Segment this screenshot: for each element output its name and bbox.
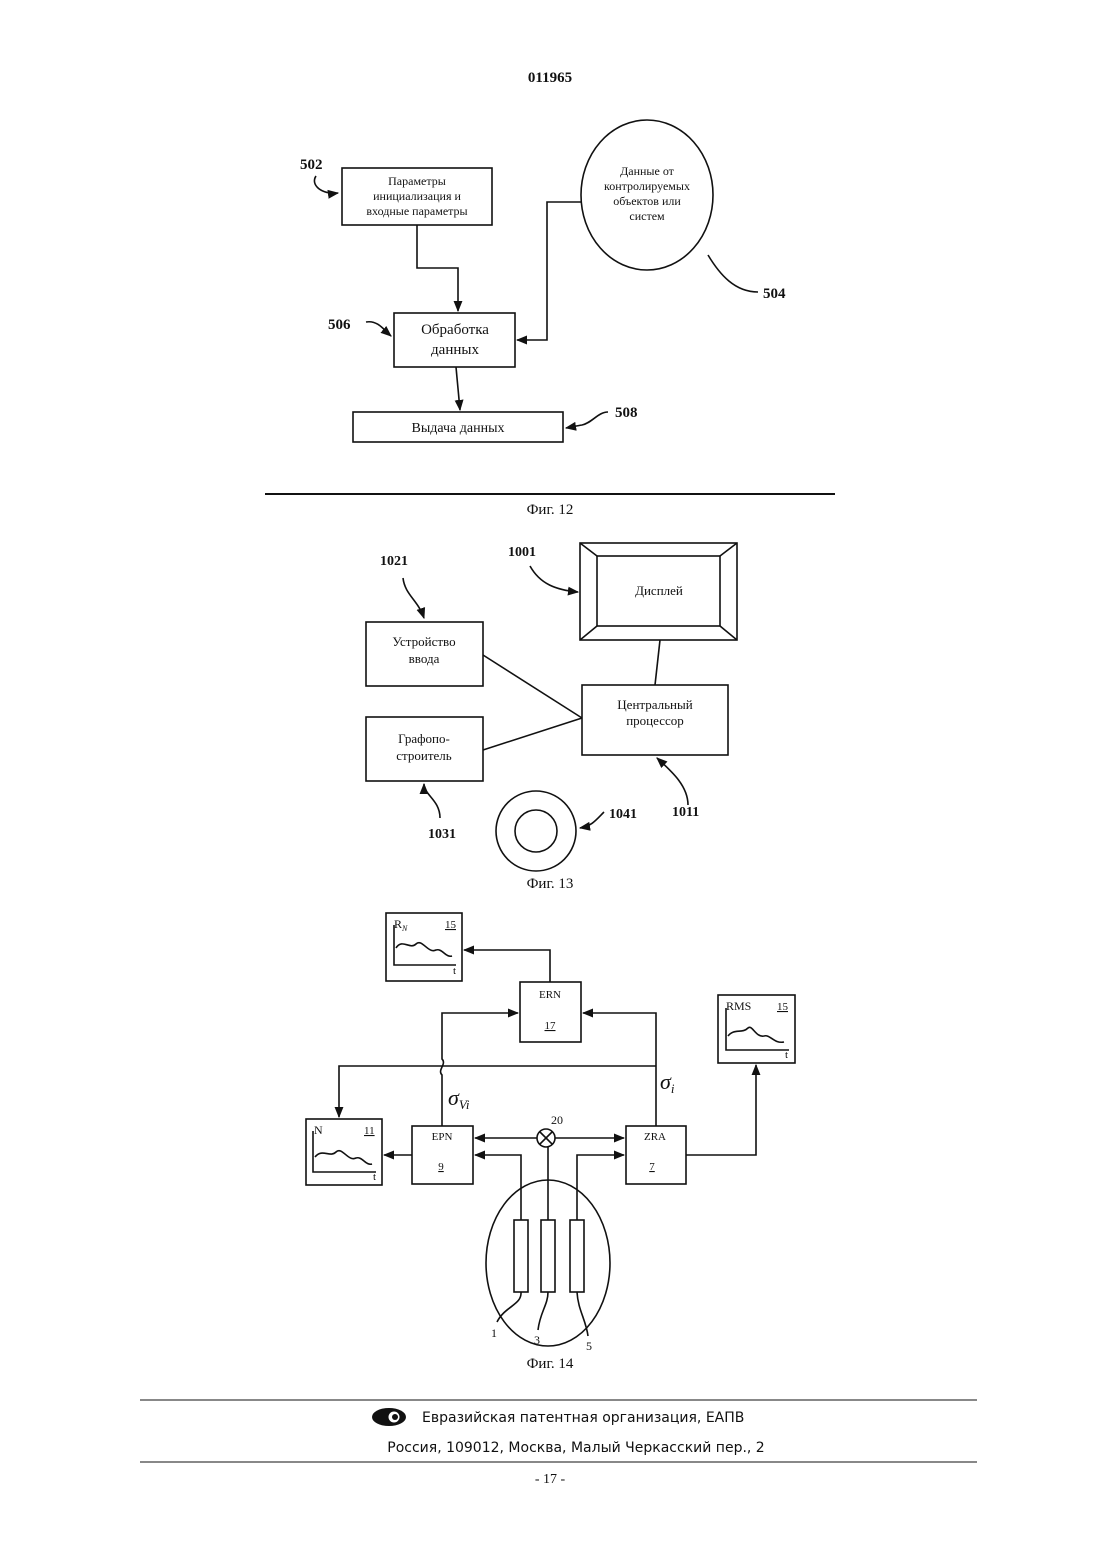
electrode-5 <box>570 1220 584 1292</box>
plotter-cpu-link <box>483 718 582 750</box>
params-line-2: инициализация и <box>373 189 461 203</box>
org-address: Россия, 109012, Москва, Малый Черкасский… <box>387 1440 764 1456</box>
display-label: Дисплей <box>635 583 683 598</box>
fig14-caption: Фиг. 14 <box>527 1356 574 1372</box>
cpu-line-2: процессор <box>626 713 684 728</box>
zra-label: ZRA <box>644 1131 666 1143</box>
ref-1021-arrow <box>403 578 424 618</box>
ref-1: 1 <box>491 1326 497 1340</box>
ref-504-line <box>708 255 758 292</box>
rms-number: 15 <box>777 1001 789 1013</box>
fig12-caption: Фиг. 12 <box>527 502 574 518</box>
ref-1001-arrow <box>530 566 578 592</box>
ern-number: 17 <box>545 1020 557 1032</box>
data-line-2: контролируемых <box>604 179 690 193</box>
zra-to-rms-arrow <box>686 1065 756 1155</box>
footer: Евразийская патентная организация, ЕАПВ … <box>140 1400 977 1487</box>
output-label: Выдача данных <box>411 421 504 436</box>
proc-line-2: данных <box>431 342 479 358</box>
n-number: 11 <box>364 1125 375 1137</box>
display-cpu-link <box>655 640 660 685</box>
page-number: - 17 - <box>535 1472 566 1487</box>
bus-to-n-plot-arrow <box>339 1066 656 1117</box>
plotter-line-1: Графопо- <box>398 731 450 746</box>
cpu-line-1: Центральный <box>617 697 692 712</box>
rn-number: 15 <box>445 919 457 931</box>
processing-to-output-arrow <box>456 367 460 410</box>
ref-1021: 1021 <box>380 554 408 569</box>
input-cpu-link <box>483 655 582 718</box>
ref-5: 5 <box>586 1339 592 1353</box>
rms-t-label: t <box>785 1049 788 1061</box>
input-line-1: Устройство <box>392 634 455 649</box>
org-name: Евразийская патентная организация, ЕАПВ <box>422 1410 744 1426</box>
figure-12: Параметры инициализация и входные параме… <box>265 120 835 518</box>
electrode-1 <box>514 1220 528 1292</box>
data-line-3: объектов или <box>613 194 681 208</box>
plotter-line-2: строитель <box>396 748 452 763</box>
ref-506-arrow <box>366 322 391 336</box>
zra-number: 7 <box>649 1161 655 1173</box>
ref-1011-arrow <box>657 758 688 805</box>
n-label: N <box>314 1123 323 1137</box>
figure-14: RN 15 t RMS 15 t N 11 t ERN 17 EPN 9 ZRA… <box>306 913 795 1372</box>
rms-label: RMS <box>726 999 751 1013</box>
ref-3: 3 <box>534 1333 540 1347</box>
storage-disk-hole <box>515 810 557 852</box>
ref-502: 502 <box>300 157 323 173</box>
proc-line-1: Обработка <box>421 322 489 338</box>
eapo-logo-icon <box>372 1404 406 1426</box>
figure-13: Дисплей 1001 Центральный процессор 1011 … <box>366 543 737 892</box>
data-line-4: систем <box>629 209 665 223</box>
params-to-processing-arrow <box>417 225 458 311</box>
ref-1001: 1001 <box>508 545 536 560</box>
ref-1041-arrow <box>580 812 604 828</box>
ref-502-arrow <box>314 176 338 193</box>
params-line-1: Параметры <box>388 174 446 188</box>
data-line-1: Данные от <box>620 164 675 178</box>
sigma-i-label: σi <box>660 1069 675 1096</box>
sigma-vi-label: σVi <box>448 1085 470 1112</box>
ern-to-rn-arrow <box>464 950 550 982</box>
ref-504: 504 <box>763 286 786 302</box>
data-to-processing-arrow <box>517 202 582 340</box>
n-t-label: t <box>373 1171 376 1183</box>
ref-1011: 1011 <box>672 805 699 820</box>
patent-number: 011965 <box>528 70 572 86</box>
ref-1041: 1041 <box>609 807 637 822</box>
fig13-caption: Фиг. 13 <box>527 876 574 892</box>
rn-t-label: t <box>453 965 456 977</box>
input-line-2: ввода <box>409 651 440 666</box>
params-line-3: входные параметры <box>366 204 467 218</box>
ref-508-arrow <box>566 412 608 428</box>
electrode-3 <box>541 1220 555 1292</box>
epn-label: EPN <box>432 1131 453 1143</box>
ref-506: 506 <box>328 317 351 333</box>
ern-label: ERN <box>539 989 561 1001</box>
ref-20: 20 <box>551 1113 563 1127</box>
epn-number: 9 <box>438 1161 444 1173</box>
ref-1031-arrow <box>424 784 440 818</box>
ref-508: 508 <box>615 405 638 421</box>
zra-to-ern-arrow <box>583 1013 656 1126</box>
ref-1031: 1031 <box>428 827 456 842</box>
